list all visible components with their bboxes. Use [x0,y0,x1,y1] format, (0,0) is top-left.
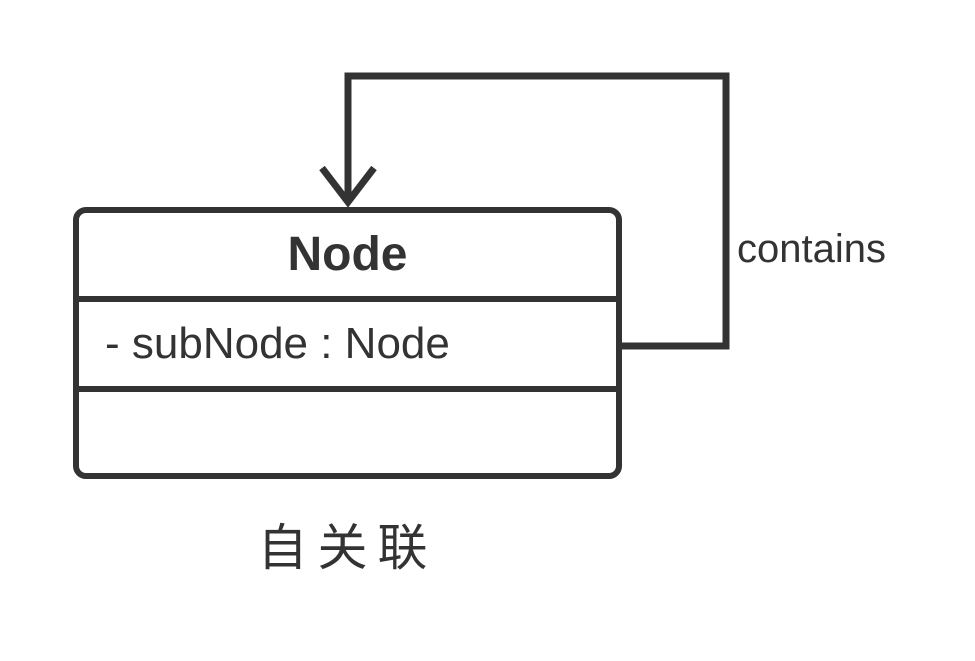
association-label: contains [737,227,886,271]
class-attributes-compartment: - subNode : Node [79,302,616,392]
class-box-node: Node - subNode : Node [73,207,622,479]
attribute-item: - subNode : Node [105,319,450,368]
diagram-caption: 自关联 [257,519,438,577]
class-methods-compartment [79,392,616,473]
association-line [344,72,730,350]
class-title: Node [79,213,616,302]
arrowhead-icon [319,165,377,208]
